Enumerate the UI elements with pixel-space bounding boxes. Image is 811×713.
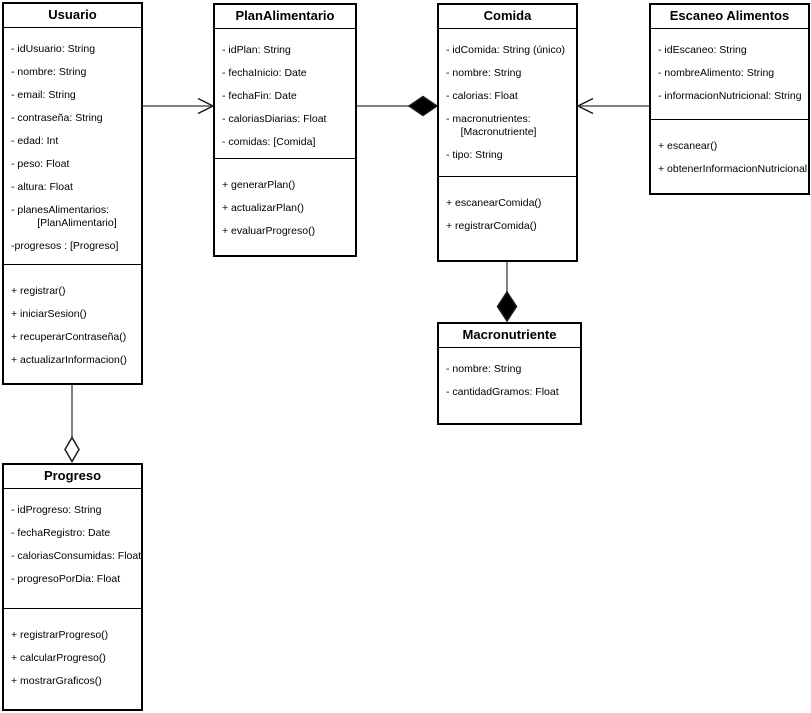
relationship-usuario-progreso[interactable] (64, 385, 80, 463)
attribute-row: - fechaInicio: Date (222, 67, 307, 79)
attribute-row: - idUsuario: String (11, 43, 96, 55)
class-attributes-progreso: - idProgreso: String - fechaRegistro: Dat… (4, 489, 141, 608)
class-box-usuario[interactable]: Usuario - idUsuario: String - nombre: Stri… (2, 2, 143, 385)
method-row: + iniciarSesion() (11, 308, 87, 320)
relationship-escaneoalimentos-comida[interactable] (576, 97, 649, 115)
attribute-row: - comidas: [Comida] (222, 136, 316, 148)
relationship-usuario-planalimentario[interactable] (143, 97, 215, 115)
attribute-row: - contraseña: String (11, 112, 103, 124)
composition-diamond-icon (496, 290, 518, 323)
attribute-row: - idComida: String (único) (446, 44, 566, 56)
relationship-planalimentario-comida[interactable] (357, 95, 439, 117)
class-attributes-macronutriente: - nombre: String - cantidadGramos: Float (439, 348, 580, 423)
attribute-row: - nombre: String (11, 66, 87, 78)
open-arrowhead-icon (576, 97, 594, 115)
attribute-row: - email: String (11, 89, 76, 101)
method-row: + obtenerInformacionNutricional (658, 163, 808, 175)
class-box-comida[interactable]: Comida - idComida: String (único) - nombre… (437, 3, 578, 262)
method-row: + generarPlan() (222, 179, 296, 191)
attribute-row: - nombre: String (446, 67, 522, 79)
class-title-comida: Comida (439, 5, 576, 29)
relationship-comida-macronutriente[interactable] (496, 262, 518, 323)
method-row: + actualizarPlan() (222, 202, 304, 214)
class-box-progreso[interactable]: Progreso - idProgreso: String - fechaRegis… (2, 463, 143, 711)
attribute-row: - planesAlimentarios: [PlanAlimentario] (11, 204, 117, 229)
class-methods-usuario: + registrar() + iniciarSesion() + recupera… (4, 264, 141, 383)
class-methods-planalimentario: + generarPlan() + actualizarPlan() + evalu… (215, 158, 355, 255)
method-row: + escanear() (658, 140, 718, 152)
attribute-row: - fechaFin: Date (222, 90, 297, 102)
class-title-macronutriente: Macronutriente (439, 324, 580, 348)
attribute-row: - caloriasConsumidas: Float (11, 550, 142, 562)
aggregation-diamond-icon (64, 436, 80, 463)
class-methods-comida: + escanearComida() + registrarComida() (439, 176, 576, 260)
class-methods-escaneo-alimentos: + escanear() + obtenerInformacionNutricio… (651, 119, 808, 193)
class-title-usuario: Usuario (4, 4, 141, 28)
method-row: + registrarComida() (446, 220, 537, 232)
attribute-row: - macronutrientes: [Macronutriente] (446, 113, 537, 138)
class-box-escaneo-alimentos[interactable]: Escaneo Alimentos - idEscaneo: String - no… (649, 3, 810, 195)
method-row: + registrar() (11, 285, 66, 297)
method-row: + mostrarGraficos() (11, 675, 102, 687)
class-methods-progreso: + registrarProgreso() + calcularProgreso(… (4, 608, 141, 709)
class-title-escaneo-alimentos: Escaneo Alimentos (651, 5, 808, 29)
attribute-row: - caloriasDiarias: Float (222, 113, 327, 125)
class-attributes-escaneo-alimentos: - idEscaneo: String - nombreAlimento: Str… (651, 29, 808, 119)
class-title-planalimentario: PlanAlimentario (215, 5, 355, 29)
attribute-row: - edad: Int (11, 135, 59, 147)
method-row: + evaluarProgreso() (222, 225, 316, 237)
class-attributes-planalimentario: - idPlan: String - fechaInicio: Date - fec… (215, 29, 355, 158)
attribute-row: - peso: Float (11, 158, 70, 170)
class-box-planalimentario[interactable]: PlanAlimentario - idPlan: String - fechaIn… (213, 3, 357, 257)
attribute-row: - informacionNutricional: String (658, 90, 802, 102)
attribute-row: -progresos : [Progreso] (11, 240, 119, 252)
class-box-macronutriente[interactable]: Macronutriente - nombre: String - cantidad… (437, 322, 582, 425)
method-row: + escanearComida() (446, 197, 542, 209)
method-row: + registrarProgreso() (11, 629, 109, 641)
attribute-row: - fechaRegistro: Date (11, 527, 111, 539)
class-attributes-comida: - idComida: String (único) - nombre: Stri… (439, 29, 576, 176)
attribute-row: - progresoPorDia: Float (11, 573, 121, 585)
attribute-row: - idEscaneo: String (658, 44, 747, 56)
method-row: + recuperarContraseña() (11, 331, 127, 343)
attribute-row: - nombre: String (446, 363, 522, 375)
attribute-row: - tipo: String (446, 149, 503, 161)
attribute-row: - altura: Float (11, 181, 73, 193)
method-row: + actualizarInformacion() (11, 354, 127, 366)
class-attributes-usuario: - idUsuario: String - nombre: String - ema… (4, 28, 141, 264)
attribute-row: - cantidadGramos: Float (446, 386, 559, 398)
attribute-row: - idPlan: String (222, 44, 291, 56)
attribute-row: - nombreAlimento: String (658, 67, 775, 79)
attribute-row: - idProgreso: String (11, 504, 102, 516)
attribute-row: - calorias: Float (446, 90, 518, 102)
composition-diamond-icon (407, 95, 439, 117)
method-row: + calcularProgreso() (11, 652, 106, 664)
class-title-progreso: Progreso (4, 465, 141, 489)
